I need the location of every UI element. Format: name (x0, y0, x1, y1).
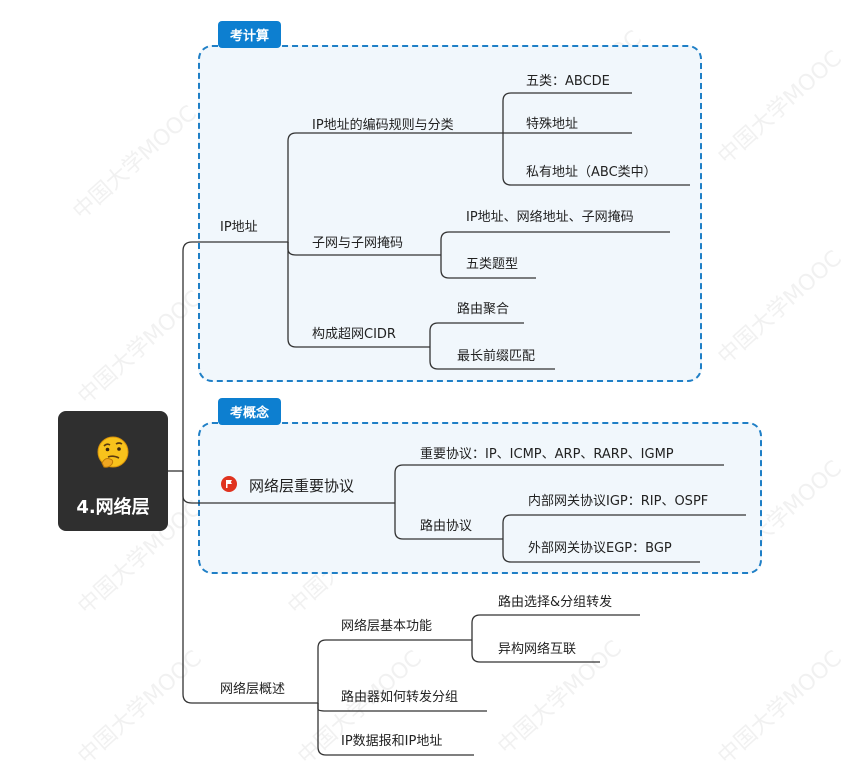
leaf-egp[interactable]: 外部网关协议EGP：BGP (528, 541, 672, 556)
leaf-five-classes[interactable]: 五类：ABCDE (526, 74, 610, 89)
group-tag-calc: 考计算 (218, 21, 282, 48)
leaf-heterogeneous-interconnect[interactable]: 异构网络互联 (498, 642, 577, 657)
link-ip-sub3 (287, 242, 430, 348)
link-concept-i1 (394, 464, 724, 503)
node-ip-encoding[interactable]: IP地址的编码规则与分类 (312, 118, 454, 133)
link-trunk-overview (182, 471, 310, 704)
group-box-concept (198, 422, 762, 574)
link-concept-sub-i1 (502, 514, 746, 539)
leaf-routing-forwarding[interactable]: 路由选择&分组转发 (498, 595, 613, 610)
leaf-private-address[interactable]: 私有地址（ABC类中） (526, 165, 657, 180)
link-concept-sub-i2 (502, 539, 700, 563)
link-sub3-i1 (429, 322, 524, 347)
link-sub2-i2 (440, 255, 536, 279)
link-sub3-i2 (429, 347, 555, 370)
branch-ip-address[interactable]: IP地址 (220, 220, 258, 235)
group-box-calc (198, 45, 702, 382)
node-routing-protocols[interactable]: 路由协议 (420, 519, 473, 534)
branch-network-protocols[interactable]: 网络层重要协议 (249, 477, 355, 495)
link-ov-i2 (317, 703, 474, 756)
link-sub1-i3 (502, 133, 690, 186)
leaf-ip-network-mask[interactable]: IP地址、网络地址、子网掩码 (466, 210, 634, 225)
branch-network-overview[interactable]: 网络层概述 (220, 682, 286, 697)
node-basic-functions[interactable]: 网络层基本功能 (341, 619, 433, 634)
root-title: 4.网络层 (76, 497, 150, 518)
leaf-ip-datagram[interactable]: IP数据报和IP地址 (341, 734, 443, 749)
leaf-special-address[interactable]: 特殊地址 (526, 117, 579, 132)
leaf-important-protocols[interactable]: 重要协议：IP、ICMP、ARP、RARP、IGMP (420, 447, 674, 462)
link-concept-sub (394, 503, 503, 540)
link-ov-sub1-i1 (471, 614, 640, 640)
node-subnet-mask[interactable]: 子网与子网掩码 (312, 236, 404, 251)
root-node[interactable]: 4.网络层 (58, 411, 168, 531)
node-supernet-cidr[interactable]: 构成超网CIDR (312, 327, 396, 342)
link-sub1-i1 (497, 92, 632, 134)
link-trunk-concept (182, 471, 210, 504)
link-sub2-i1 (440, 231, 670, 255)
thinking-face-emoji-icon (97, 436, 129, 468)
leaf-igp[interactable]: 内部网关协议IGP：RIP、OSPF (528, 494, 709, 509)
link-trunk (182, 241, 280, 471)
link-ov-sub1 (310, 639, 472, 704)
leaf-route-aggregation[interactable]: 路由聚合 (457, 302, 510, 317)
leaf-router-forwarding[interactable]: 路由器如何转发分组 (341, 690, 459, 705)
red-flag-icon (221, 476, 237, 492)
link-ip-sub1 (280, 132, 497, 243)
leaf-five-question-types[interactable]: 五类题型 (466, 257, 519, 272)
link-ov-sub1-i2 (471, 640, 600, 663)
leaf-longest-prefix-match[interactable]: 最长前缀匹配 (457, 349, 536, 364)
group-tag-concept: 考概念 (218, 398, 282, 425)
